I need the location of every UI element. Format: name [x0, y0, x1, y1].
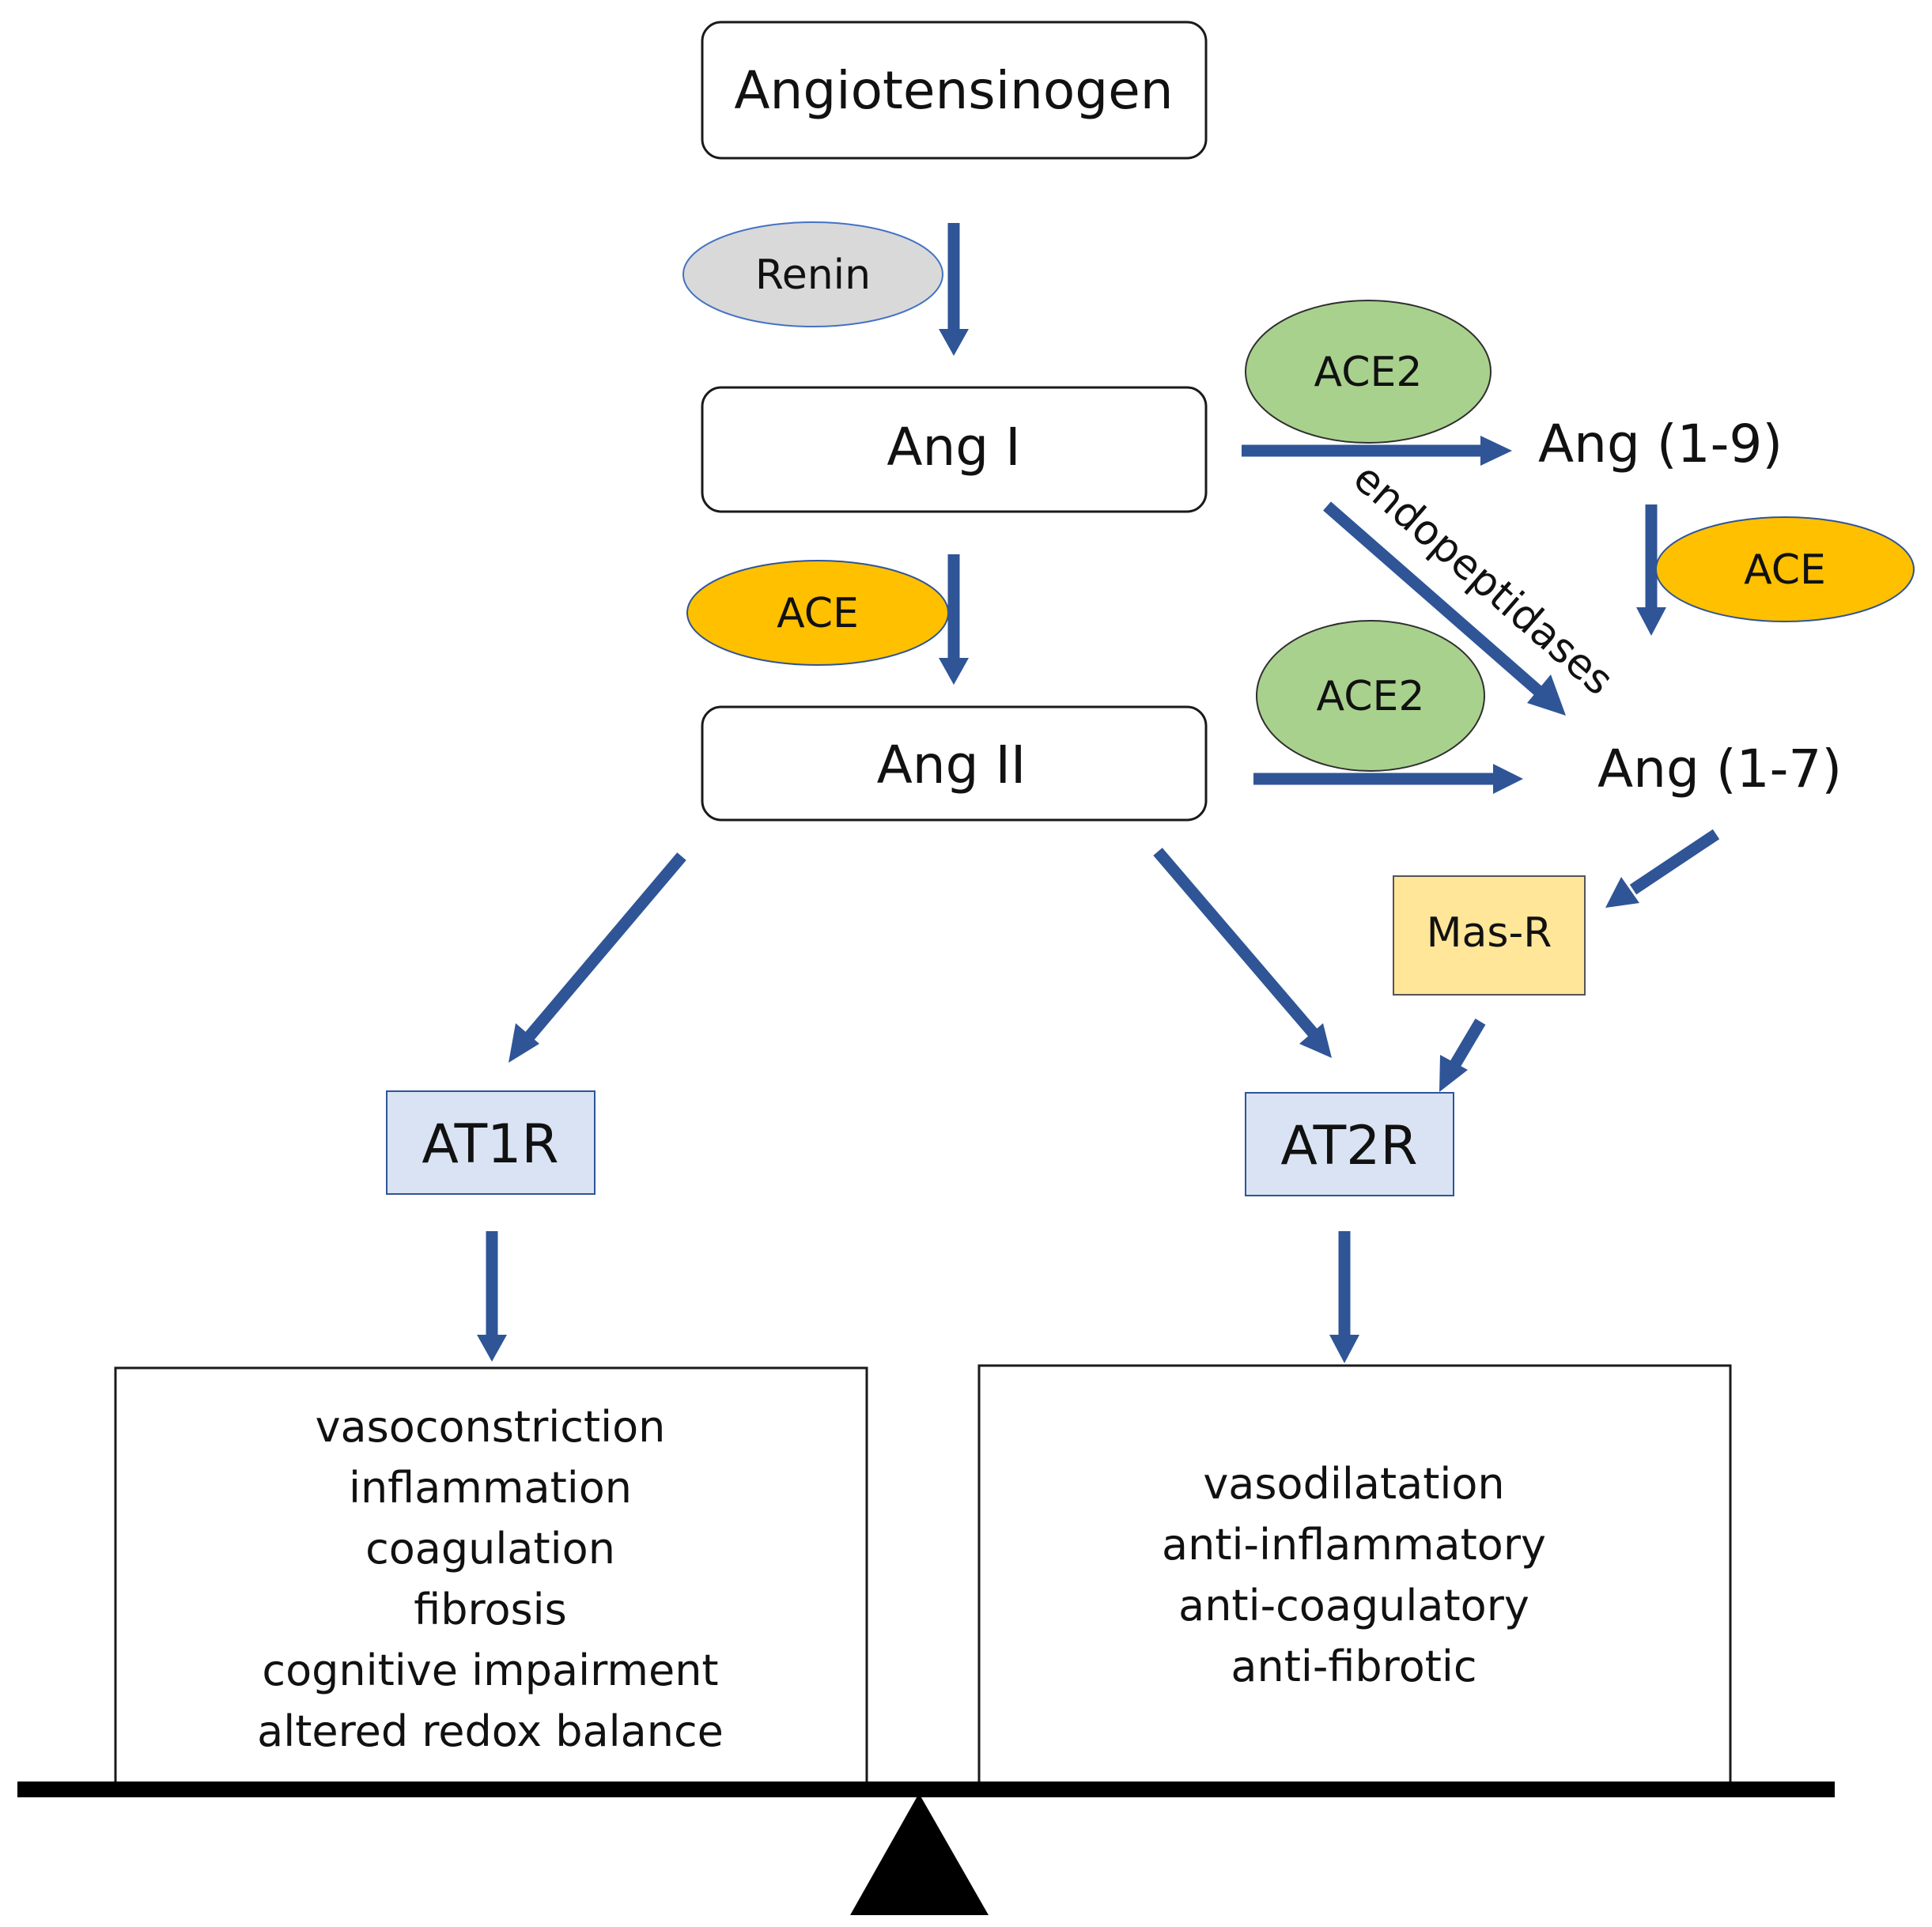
- angiotensinogen-label: Angiotensinogen: [734, 60, 1173, 121]
- arrow-at1r-to-effects: [477, 1231, 507, 1362]
- at2r-box: [1245, 1092, 1454, 1196]
- ang1-label: Ang I: [887, 417, 1020, 478]
- arrow-ang2-to-at1r: [509, 852, 686, 1063]
- effect-anti-inflammatory: anti-inflammatory: [1162, 1520, 1546, 1570]
- ace-side-label: ACE: [1744, 546, 1826, 594]
- arrow-angiotensinogen-to-ang1: [939, 223, 969, 356]
- ang17-label: Ang (1-7): [1597, 739, 1842, 799]
- ang2-label: Ang II: [877, 735, 1026, 795]
- ace-side-ellipse: [1655, 516, 1915, 622]
- ace2-bottom-ellipse: [1256, 620, 1485, 772]
- mas-r-receptor: Mas-R: [1393, 875, 1586, 996]
- ace2-top-ellipse: [1245, 300, 1492, 444]
- at2r-effects-box: vasodilatation anti-inflammatory anti-co…: [977, 1364, 1732, 1787]
- effect-fibrosis: fibrosis: [414, 1585, 567, 1634]
- at1r-label: AT1R: [422, 1113, 558, 1176]
- ace2-top-label: ACE2: [1314, 349, 1423, 396]
- at1r-box: [386, 1090, 595, 1195]
- effect-vasodilatation: vasodilatation: [1203, 1459, 1504, 1509]
- ang1-node: Ang I: [701, 386, 1208, 513]
- effect-anti-fibrotic: anti-fibrotic: [1231, 1642, 1476, 1691]
- ace2-bottom-enzyme: ACE2: [1256, 620, 1485, 772]
- balance-beam: [17, 1782, 1835, 1797]
- arrow-ang1-to-ang2: [939, 554, 969, 685]
- arrow-ang2-to-ang17: [1253, 764, 1523, 794]
- effect-inflammation: inflammation: [349, 1463, 632, 1513]
- ang19-label: Ang (1-9): [1538, 414, 1783, 474]
- ang2-node: Ang II: [701, 705, 1208, 822]
- arrow-ang17-to-mas-r: [1605, 829, 1720, 908]
- arrow-ang1-to-ang19: [1242, 436, 1512, 466]
- arrow-at2r-to-effects: [1329, 1231, 1359, 1363]
- at2r-label: AT2R: [1280, 1115, 1417, 1177]
- at1r-receptor: AT1R: [386, 1090, 595, 1195]
- effect-altered-redox-balance: altered redox balance: [257, 1706, 724, 1756]
- effect-coagulation: coagulation: [365, 1524, 615, 1574]
- effect-cognitive-impairment: cognitive impairment: [262, 1646, 718, 1695]
- effect-vasoconstriction: vasoconstriction: [316, 1402, 666, 1452]
- balance-fulcrum: [850, 1793, 989, 1915]
- renin-enzyme: Renin: [682, 221, 943, 327]
- renin-label: Renin: [755, 251, 871, 299]
- ace-side-enzyme: ACE: [1655, 516, 1915, 622]
- ace2-bottom-label: ACE2: [1317, 673, 1425, 720]
- mas-r-label: Mas-R: [1427, 909, 1552, 957]
- ace-main-label: ACE: [777, 590, 859, 637]
- at1r-effects-box: vasoconstriction inflammation coagulatio…: [114, 1366, 868, 1787]
- arrow-ang19-to-ang17: [1636, 504, 1666, 636]
- ace2-top-enzyme: ACE2: [1245, 300, 1492, 444]
- mas-r-box: [1393, 875, 1586, 996]
- renin-ellipse: [682, 221, 943, 327]
- ace-main-enzyme: ACE: [686, 560, 949, 666]
- arrow-mas-r-to-at2r: [1439, 1018, 1486, 1092]
- angiotensinogen-node: Angiotensinogen: [701, 21, 1208, 160]
- at2r-receptor: AT2R: [1245, 1092, 1454, 1196]
- arrow-ang2-to-at2r: [1153, 848, 1332, 1058]
- effect-anti-coagulatory: anti-coagulatory: [1178, 1581, 1529, 1630]
- arrow-ang1-to-ang17-endopeptidases: [1323, 501, 1566, 716]
